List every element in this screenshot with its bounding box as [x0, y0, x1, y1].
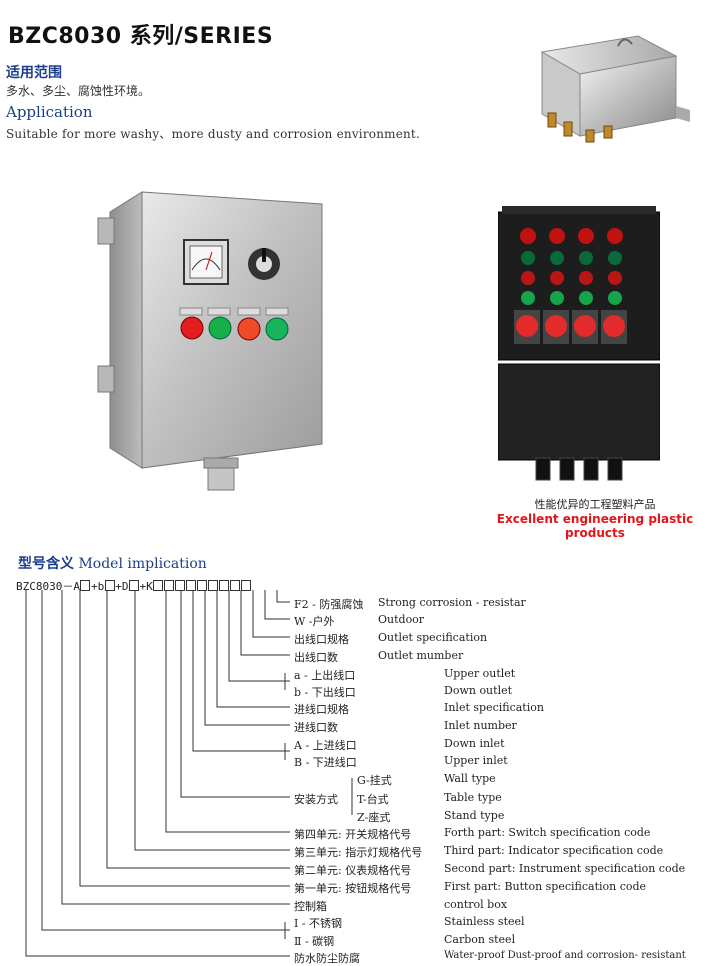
- model-heading-zh: 型号含义: [18, 556, 74, 572]
- item-third-en: Third part: Indicator specification code: [444, 844, 664, 857]
- item-f2-zh: F2 - 防强腐蚀: [294, 598, 364, 611]
- item-stand-en: Stand type: [444, 809, 505, 822]
- item-b-inlet-zh: B - 下进线口: [294, 756, 357, 769]
- item-a-inlet-en: Down inlet: [444, 737, 505, 750]
- item-carbon-en: Carbon steel: [444, 933, 516, 946]
- code-part-a: A: [73, 580, 80, 593]
- scope-text-en: Suitable for more washy、more dusty and c…: [6, 127, 420, 141]
- item-upper-outlet-zh: a - 上出线口: [294, 669, 356, 682]
- page-title: BZC8030 系列/SERIES: [8, 24, 274, 49]
- item-table-zh: T-台式: [357, 793, 389, 806]
- item-proof-en: Water-proof Dust-proof and corrosion- re…: [444, 950, 686, 961]
- code-part-d: +D: [115, 580, 129, 593]
- product-caption-en: Excellent engineering plastic products: [496, 512, 694, 540]
- item-first-zh: 第一单元: 按钮规格代号: [294, 882, 412, 895]
- item-control-box-en: control box: [444, 898, 508, 911]
- item-wall-zh: G-挂式: [357, 774, 392, 787]
- item-down-outlet-en: Down outlet: [444, 684, 513, 697]
- item-proof-zh: 防水防尘防腐: [294, 952, 360, 965]
- scope-heading-zh: 适用范围: [6, 65, 62, 81]
- item-fourth-en: Forth part: Switch specification code: [444, 826, 651, 839]
- item-w-en: Outdoor: [378, 613, 425, 626]
- model-heading-en: Model implication: [78, 556, 207, 572]
- item-second-zh: 第二单元: 仪表规格代号: [294, 864, 412, 877]
- item-upper-outlet-en: Upper outlet: [444, 667, 516, 680]
- item-outlet-spec-zh: 出线口规格: [294, 633, 349, 646]
- item-inlet-num-zh: 进线口数: [294, 721, 338, 734]
- item-wall-en: Wall type: [444, 772, 496, 785]
- item-down-outlet-zh: b - 下出线口: [294, 686, 356, 699]
- model-code: BZC8030－A +b +D +K: [16, 578, 252, 594]
- install-method-label: 安装方式: [294, 793, 338, 806]
- model-heading: 型号含义 Model implication: [18, 553, 207, 573]
- model-code-prefix: BZC8030－: [16, 580, 74, 593]
- item-second-en: Second part: Instrument specification co…: [444, 862, 686, 875]
- item-carbon-zh: Ⅱ - 碳钢: [294, 935, 335, 948]
- item-stand-zh: Z-座式: [357, 811, 391, 824]
- item-fourth-zh: 第四单元: 开关规格代号: [294, 828, 412, 841]
- item-outlet-num-en: Outlet mumber: [378, 649, 464, 662]
- stainless-control-box-image: [97, 191, 323, 491]
- item-table-en: Table type: [444, 791, 502, 804]
- item-stainless-en: Stainless steel: [444, 915, 525, 928]
- item-f2-en: Strong corrosion - resistar: [378, 596, 526, 609]
- product-caption-zh: 性能优异的工程塑料产品: [534, 498, 656, 511]
- scope-heading-en: Application: [6, 103, 93, 121]
- code-part-b: +b: [90, 580, 105, 593]
- item-third-zh: 第三单元: 指示灯规格代号: [294, 846, 423, 859]
- item-stainless-zh: Ⅰ - 不锈钢: [294, 917, 343, 930]
- scope-text-zh: 多水、多尘、腐蚀性环境。: [6, 84, 151, 98]
- code-part-k: +K: [139, 580, 153, 593]
- item-outlet-spec-en: Outlet specification: [378, 631, 488, 644]
- item-first-en: First part: Button specification code: [444, 880, 647, 893]
- item-w-zh: W -户外: [294, 615, 335, 628]
- item-inlet-spec-en: Inlet specification: [444, 701, 544, 714]
- item-b-inlet-en: Upper inlet: [444, 754, 508, 767]
- item-inlet-spec-zh: 进线口规格: [294, 703, 349, 716]
- small-stainless-box-image: [540, 35, 690, 143]
- item-inlet-num-en: Inlet number: [444, 719, 517, 732]
- item-outlet-num-zh: 出线口数: [294, 651, 338, 664]
- item-a-inlet-zh: A - 上进线口: [294, 739, 357, 752]
- item-control-box-zh: 控制箱: [294, 900, 327, 913]
- black-plastic-control-box-image: [498, 206, 660, 481]
